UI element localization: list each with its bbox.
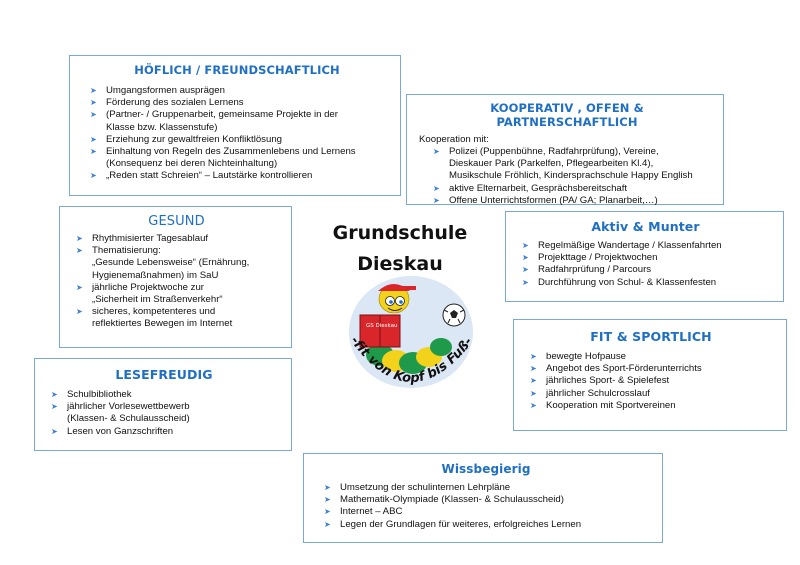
arrow-bullet-icon: ➤: [530, 351, 537, 363]
svg-text:GS Dieskau: GS Dieskau: [366, 323, 397, 329]
arrow-bullet-icon: ➤: [324, 494, 331, 506]
school-name-line1: Grundschule: [320, 218, 480, 249]
list-item: ➤Rhythmisierter Tagesablauf: [70, 233, 283, 245]
list-item: ➤Offene Unterrichtsformen (PA/ GA; Plana…: [419, 195, 715, 207]
kooperativ-box: KOOPERATIV , OFFEN & PARTNERSCHAFTLICH K…: [406, 94, 724, 205]
list-item: ➤aktive Elternarbeit, Gesprächsbereitsch…: [419, 183, 715, 195]
list-item: ➤Thematisierung: „Gesunde Lebensweise“ (…: [70, 245, 283, 282]
list-item: ➤„Reden statt Schreien“ – Lautstärke kon…: [84, 170, 390, 182]
list-item: ➤Durchführung von Schul- & Klassenfesten: [516, 277, 775, 289]
list-item: ➤Projekttage / Projektwochen: [516, 252, 775, 264]
school-name-line2: Dieskau: [320, 249, 480, 280]
list-item: ➤Umsetzung der schulinternen Lehrpläne: [318, 482, 654, 494]
arrow-bullet-icon: ➤: [324, 519, 331, 531]
aktiv-title: Aktiv & Munter: [516, 219, 775, 234]
lesefreudig-title: LESEFREUDIG: [45, 367, 283, 382]
list-item: ➤Lesen von Ganzschriften: [45, 426, 283, 438]
wissbegierig-box: Wissbegierig ➤Umsetzung der schulinterne…: [303, 453, 663, 543]
list-item: ➤bewegte Hofpause: [524, 351, 778, 363]
arrow-bullet-icon: ➤: [90, 109, 97, 121]
arrow-bullet-icon: ➤: [530, 375, 537, 387]
list-item: ➤Internet – ABC: [318, 506, 654, 518]
arrow-bullet-icon: ➤: [324, 482, 331, 494]
list-item: ➤Erziehung zur gewaltfreien Konfliktlösu…: [84, 134, 390, 146]
arrow-bullet-icon: ➤: [90, 134, 97, 146]
arrow-bullet-icon: ➤: [433, 183, 440, 195]
list-item: ➤jährlicher Schulcrosslauf: [524, 388, 778, 400]
arrow-bullet-icon: ➤: [522, 277, 529, 289]
arrow-bullet-icon: ➤: [530, 363, 537, 375]
list-item: ➤Polizei (Puppenbühne, Radfahrprüfung), …: [419, 146, 715, 183]
arrow-bullet-icon: ➤: [76, 282, 83, 294]
kooperativ-title: KOOPERATIV , OFFEN & PARTNERSCHAFTLICH: [419, 101, 715, 129]
arrow-bullet-icon: ➤: [90, 97, 97, 109]
list-item: ➤Radfahrprüfung / Parcours: [516, 264, 775, 276]
list-item: ➤Kooperation mit Sportvereinen: [524, 400, 778, 412]
list-item: ➤Mathematik-Olympiade (Klassen- & Schula…: [318, 494, 654, 506]
list-item: ➤Legen der Grundlagen für weiteres, erfo…: [318, 519, 654, 531]
list-item: ➤jährliche Projektwoche zur „Sicherheit …: [70, 282, 283, 306]
gesund-title: GESUND: [70, 214, 283, 229]
soccer-ball-icon: [443, 304, 465, 326]
aktiv-box: Aktiv & Munter ➤Regelmäßige Wandertage /…: [505, 211, 784, 302]
arrow-bullet-icon: ➤: [433, 195, 440, 207]
arrow-bullet-icon: ➤: [522, 240, 529, 252]
list-item: ➤Einhaltung von Regeln des Zusammenleben…: [84, 146, 390, 170]
arrow-bullet-icon: ➤: [90, 85, 97, 97]
list-item: ➤Angebot des Sport-Förderunterrichts: [524, 363, 778, 375]
arrow-bullet-icon: ➤: [51, 389, 58, 401]
arrow-bullet-icon: ➤: [76, 245, 83, 257]
wissbegierig-title: Wissbegierig: [318, 462, 654, 476]
fit-title: FIT & SPORTLICH: [524, 329, 778, 344]
arrow-bullet-icon: ➤: [433, 146, 440, 158]
gesund-box: GESUND ➤Rhythmisierter Tagesablauf ➤Them…: [59, 206, 292, 348]
arrow-bullet-icon: ➤: [51, 426, 58, 438]
arrow-bullet-icon: ➤: [522, 264, 529, 276]
arrow-bullet-icon: ➤: [76, 233, 83, 245]
list-item: ➤Förderung des sozialen Lernens: [84, 97, 390, 109]
arrow-bullet-icon: ➤: [76, 306, 83, 318]
arrow-bullet-icon: ➤: [90, 146, 97, 158]
arrow-bullet-icon: ➤: [51, 401, 58, 413]
arrow-bullet-icon: ➤: [90, 170, 97, 182]
list-item: ➤(Partner- / Gruppenarbeit, gemeinsame P…: [84, 109, 390, 133]
list-item: ➤Schulbibliothek: [45, 389, 283, 401]
list-item: ➤Regelmäßige Wandertage / Klassenfahrten: [516, 240, 775, 252]
list-item: ➤Umgangsformen ausprägen: [84, 85, 390, 97]
arrow-bullet-icon: ➤: [522, 252, 529, 264]
arrow-bullet-icon: ➤: [530, 400, 537, 412]
kooperativ-intro: Kooperation mit:: [419, 134, 715, 146]
list-item: ➤jährliches Sport- & Spielefest: [524, 375, 778, 387]
list-item: ➤jährlicher Vorlesewettbewerb (Klassen- …: [45, 401, 283, 425]
lesefreudig-box: LESEFREUDIG ➤Schulbibliothek ➤jährlicher…: [34, 358, 292, 451]
arrow-bullet-icon: ➤: [324, 506, 331, 518]
list-item: ➤sicheres, kompetenteres und reflektiert…: [70, 306, 283, 330]
school-logo: GS Dieskau -fit von Kopf bis Fuß-: [336, 277, 486, 407]
hoeflich-title: HÖFLICH / FREUNDSCHAFTLICH: [84, 63, 390, 77]
arrow-bullet-icon: ➤: [530, 388, 537, 400]
fit-box: FIT & SPORTLICH ➤bewegte Hofpause ➤Angeb…: [513, 319, 787, 431]
school-name: Grundschule Dieskau: [320, 218, 480, 280]
hoeflich-box: HÖFLICH / FREUNDSCHAFTLICH ➤Umgangsforme…: [69, 55, 401, 196]
